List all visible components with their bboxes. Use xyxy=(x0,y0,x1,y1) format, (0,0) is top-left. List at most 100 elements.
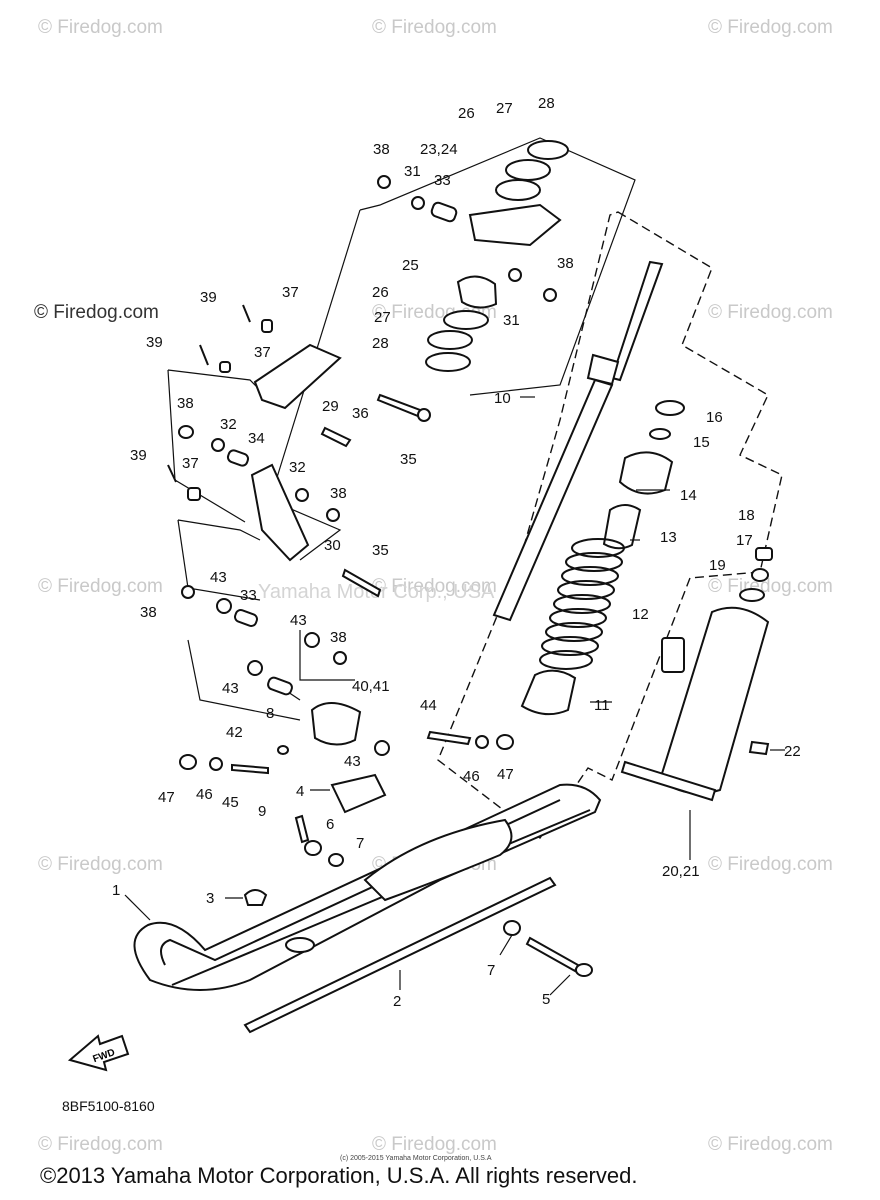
nut-38b xyxy=(326,508,340,522)
callout: 25 xyxy=(402,257,419,274)
callout: 35 xyxy=(372,542,389,559)
bolt-35 xyxy=(376,393,422,418)
ski-slot xyxy=(285,937,315,953)
wear-bar-2 xyxy=(243,876,557,1034)
callout: 32 xyxy=(289,459,306,476)
callout: 35 xyxy=(400,451,417,468)
callout: 31 xyxy=(503,312,520,329)
callout: 38 xyxy=(140,604,157,621)
watermark: © Firedog.com xyxy=(708,17,833,38)
ski-saddle xyxy=(363,818,513,902)
callout: 43 xyxy=(344,753,361,770)
callout: 40,41 xyxy=(352,678,390,695)
callout: 27 xyxy=(496,100,513,117)
callout: 5 xyxy=(542,991,550,1008)
nut-38-right xyxy=(543,288,557,302)
steering-arm-23-24 xyxy=(468,203,562,247)
callout: 47 xyxy=(158,789,175,806)
bump-stop-13 xyxy=(602,504,642,550)
middle-linkage xyxy=(178,425,382,598)
callout: 17 xyxy=(736,532,753,549)
callout: 22 xyxy=(784,743,801,760)
bolt-45 xyxy=(231,763,269,775)
bushing-43d xyxy=(374,740,390,756)
callout: 1 xyxy=(112,882,120,899)
shock-body-upper xyxy=(586,353,620,386)
callout: 11 xyxy=(594,697,610,714)
cap-47 xyxy=(496,734,514,750)
callout: 9 xyxy=(258,803,266,820)
bracket-line xyxy=(167,369,246,523)
ski-assembly xyxy=(133,783,602,1034)
leader-lines xyxy=(124,396,785,996)
callout: 7 xyxy=(487,962,495,979)
callout: 39 xyxy=(200,289,217,306)
callout: 44 xyxy=(420,697,437,714)
callout: 45 xyxy=(222,794,239,811)
collar-33 xyxy=(430,201,458,223)
diagram-code: 8BF5100-8160 xyxy=(62,1098,155,1114)
bolt-35-head xyxy=(417,408,431,422)
callout: 15 xyxy=(693,434,710,451)
washer-28-lower xyxy=(425,352,471,372)
ski-edge-2 xyxy=(171,809,591,986)
nut-38-d xyxy=(333,651,347,665)
callout: 34 xyxy=(248,430,265,447)
callout: 37 xyxy=(282,284,299,301)
nut-18 xyxy=(755,547,773,561)
callout: 26 xyxy=(372,284,389,301)
callout: 47 xyxy=(497,766,514,783)
callout: 43 xyxy=(210,569,227,586)
washer-27 xyxy=(505,159,551,181)
nut-6 xyxy=(304,840,322,856)
shock-assembly-outline xyxy=(437,211,783,840)
collar-25 xyxy=(456,275,498,309)
washer-27-lower xyxy=(427,330,473,350)
bolt-36 xyxy=(320,426,352,448)
fwd-arrow: FWD xyxy=(67,1034,130,1072)
bolt-22 xyxy=(748,740,770,756)
callout: 4 xyxy=(296,783,304,800)
callout: 36 xyxy=(352,405,369,422)
washer-26-lower xyxy=(443,310,489,330)
callout: 12 xyxy=(632,606,649,623)
callout: 16 xyxy=(706,409,723,426)
pin-39 xyxy=(242,304,251,323)
coil-spring-12 xyxy=(539,538,625,670)
watermark: © Firedog.com xyxy=(38,17,163,38)
callout: 38 xyxy=(557,255,574,272)
bushing-32b xyxy=(295,488,309,502)
spring-seat-14 xyxy=(618,451,674,495)
bracket-line xyxy=(167,369,266,396)
bushing-31 xyxy=(411,196,425,210)
callout: 37 xyxy=(254,344,271,361)
watermark: © Firedog.com xyxy=(38,1134,163,1155)
callout: 38 xyxy=(330,629,347,646)
bolt-35-lower xyxy=(341,568,382,598)
callout: 33 xyxy=(434,172,451,189)
nut-37-mid xyxy=(187,487,201,501)
bolt-5 xyxy=(525,936,580,973)
callout: 42 xyxy=(226,724,243,741)
bolt-44 xyxy=(426,730,472,746)
callout: 20,21 xyxy=(662,863,700,880)
lower-seat-11 xyxy=(520,669,577,716)
strut-housing-20-21 xyxy=(658,606,770,795)
callout: 18 xyxy=(738,507,755,524)
watermark: © Firedog.com xyxy=(372,1134,497,1155)
bushing-4 xyxy=(330,773,387,814)
pin-39c xyxy=(167,464,177,483)
callout: 39 xyxy=(130,447,147,464)
washer-46b xyxy=(209,757,223,771)
fwd-arrow-icon xyxy=(67,1034,130,1072)
callout: 46 xyxy=(463,768,480,785)
nut-38-c xyxy=(181,585,195,599)
callout: 37 xyxy=(182,455,199,472)
small-copyright: (c) 2005-2015 Yamaha Motor Corporation, … xyxy=(340,1155,492,1162)
callout: 7 xyxy=(356,835,364,852)
callout: 43 xyxy=(290,612,307,629)
callout: 38 xyxy=(177,395,194,412)
callout: 28 xyxy=(372,335,389,352)
bracket-line xyxy=(177,519,261,541)
